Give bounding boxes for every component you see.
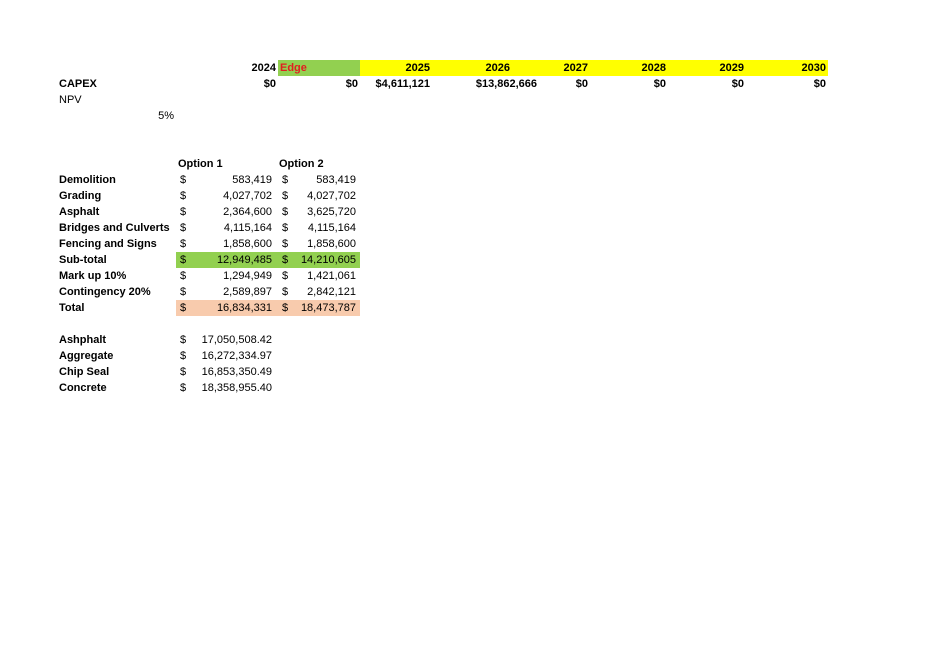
year-2025[interactable]: 2025 bbox=[360, 60, 432, 76]
markup-label[interactable]: Mark up 10% bbox=[59, 270, 127, 282]
capex-value[interactable]: $4,611,121 bbox=[375, 78, 430, 90]
option-2-value[interactable]: 4,115,164 bbox=[307, 222, 356, 234]
year-2029[interactable]: 2029 bbox=[668, 60, 746, 76]
year-2024[interactable]: 2024 bbox=[251, 62, 276, 74]
currency-symbol: $ bbox=[282, 222, 289, 234]
option-1-value[interactable]: 1,858,600 bbox=[223, 238, 272, 250]
currency-symbol: $ bbox=[180, 206, 187, 218]
currency-symbol: $ bbox=[180, 382, 187, 394]
total-label[interactable]: Total bbox=[59, 302, 85, 314]
year-2027[interactable]: 2027 bbox=[512, 60, 590, 76]
currency-symbol: $ bbox=[282, 270, 289, 282]
cost-label[interactable]: Grading bbox=[59, 190, 102, 202]
option-1-value[interactable]: 2,589,897 bbox=[223, 286, 272, 298]
cost-label[interactable]: Bridges and Culverts bbox=[59, 222, 170, 234]
edge-label[interactable]: Edge bbox=[278, 60, 360, 76]
surface-label[interactable]: Aggregate bbox=[59, 350, 114, 362]
currency-symbol: $ bbox=[180, 190, 187, 202]
currency-symbol: $ bbox=[282, 190, 289, 202]
capex-value[interactable]: $0 bbox=[263, 78, 276, 90]
option-1-value[interactable]: 1,294,949 bbox=[223, 270, 272, 282]
surface-value[interactable]: 16,272,334.97 bbox=[201, 350, 272, 362]
currency-symbol: $ bbox=[180, 302, 187, 314]
currency-symbol: $ bbox=[180, 334, 187, 346]
currency-symbol: $ bbox=[282, 254, 289, 266]
option-2-value[interactable]: 1,858,600 bbox=[307, 238, 356, 250]
option-2-subtotal[interactable]: 14,210,605 bbox=[300, 254, 356, 266]
surface-label[interactable]: Chip Seal bbox=[59, 366, 110, 378]
currency-symbol: $ bbox=[282, 238, 289, 250]
option-2-total[interactable]: 18,473,787 bbox=[300, 302, 356, 314]
option-1-value[interactable]: 2,364,600 bbox=[223, 206, 272, 218]
capex-value[interactable]: $0 bbox=[575, 78, 588, 90]
currency-symbol: $ bbox=[282, 286, 289, 298]
currency-symbol: $ bbox=[282, 302, 289, 314]
surface-value[interactable]: 16,853,350.49 bbox=[201, 366, 272, 378]
capex-value[interactable]: $13,862,666 bbox=[475, 78, 537, 90]
subtotal-label[interactable]: Sub-total bbox=[59, 254, 107, 266]
npv-label[interactable]: NPV bbox=[59, 94, 82, 106]
currency-symbol: $ bbox=[180, 238, 187, 250]
option-2-value[interactable]: 3,625,720 bbox=[307, 206, 356, 218]
surface-value[interactable]: 18,358,955.40 bbox=[201, 382, 272, 394]
currency-symbol: $ bbox=[180, 350, 187, 362]
currency-symbol: $ bbox=[180, 254, 187, 266]
currency-symbol: $ bbox=[180, 222, 187, 234]
subtotal-highlight bbox=[176, 252, 360, 268]
year-2026[interactable]: 2026 bbox=[432, 60, 512, 76]
option-1-total[interactable]: 16,834,331 bbox=[216, 302, 272, 314]
surface-label[interactable]: Concrete bbox=[59, 382, 107, 394]
surface-value[interactable]: 17,050,508.42 bbox=[201, 334, 272, 346]
option-1-value[interactable]: 4,027,702 bbox=[223, 190, 272, 202]
year-2030[interactable]: 2030 bbox=[746, 60, 828, 76]
discount-rate[interactable]: 5% bbox=[158, 110, 174, 122]
currency-symbol: $ bbox=[180, 174, 187, 186]
currency-symbol: $ bbox=[180, 366, 187, 378]
cost-label[interactable]: Asphalt bbox=[59, 206, 100, 218]
capex-label[interactable]: CAPEX bbox=[59, 78, 97, 90]
currency-symbol: $ bbox=[282, 206, 289, 218]
option-2-value[interactable]: 2,842,121 bbox=[307, 286, 356, 298]
surface-label[interactable]: Ashphalt bbox=[59, 334, 107, 346]
contingency-label[interactable]: Contingency 20% bbox=[59, 286, 151, 298]
currency-symbol: $ bbox=[180, 286, 187, 298]
option-1-value[interactable]: 4,115,164 bbox=[223, 222, 272, 234]
capex-value[interactable]: $0 bbox=[813, 78, 826, 90]
option-2-value[interactable]: 4,027,702 bbox=[307, 190, 356, 202]
total-highlight bbox=[176, 300, 360, 316]
option-2-value[interactable]: 583,419 bbox=[316, 174, 356, 186]
currency-symbol: $ bbox=[282, 174, 289, 186]
cost-label[interactable]: Demolition bbox=[59, 174, 116, 186]
year-2028[interactable]: 2028 bbox=[590, 60, 668, 76]
currency-symbol: $ bbox=[180, 270, 187, 282]
capex-value[interactable]: $0 bbox=[345, 78, 358, 90]
option-2-header[interactable]: Option 2 bbox=[279, 158, 324, 170]
capex-value[interactable]: $0 bbox=[731, 78, 744, 90]
option-1-value[interactable]: 583,419 bbox=[232, 174, 272, 186]
option-2-value[interactable]: 1,421,061 bbox=[307, 270, 356, 282]
capex-value[interactable]: $0 bbox=[653, 78, 666, 90]
option-1-subtotal[interactable]: 12,949,485 bbox=[216, 254, 272, 266]
option-1-header[interactable]: Option 1 bbox=[178, 158, 223, 170]
cost-label[interactable]: Fencing and Signs bbox=[59, 238, 157, 250]
